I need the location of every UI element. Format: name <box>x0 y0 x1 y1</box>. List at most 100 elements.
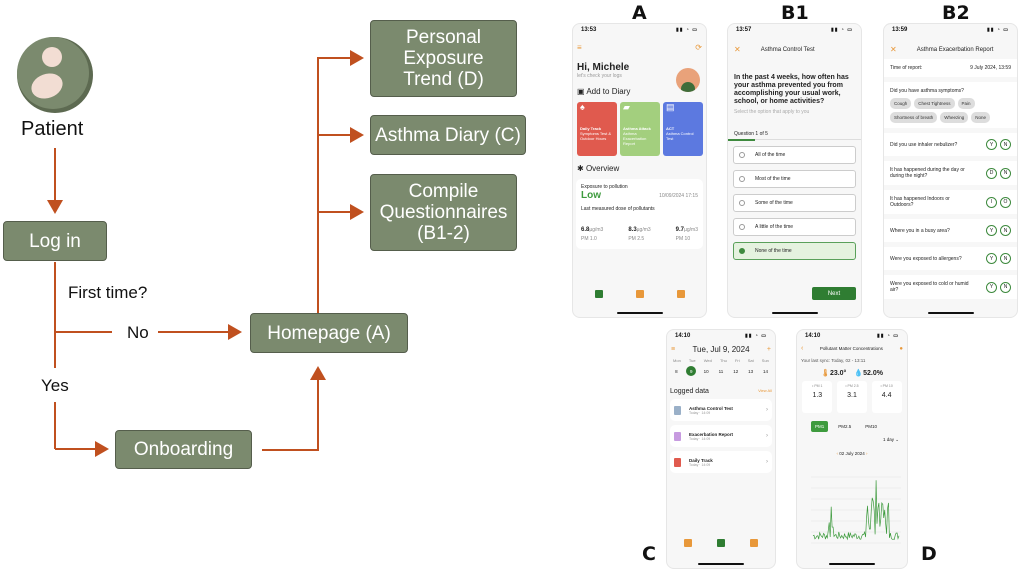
avatar[interactable] <box>676 68 700 92</box>
calendar-day[interactable]: 14 <box>762 368 768 374</box>
diary-node: Asthma Diary (C) <box>370 115 526 155</box>
add-icon[interactable]: + <box>766 346 771 353</box>
answer-choice[interactable]: Y <box>986 281 997 293</box>
question-text: Were you exposed to allergens? <box>890 255 962 262</box>
symptom-chip[interactable]: Wheezing <box>940 112 969 123</box>
panel-letter-b2: B2 <box>942 2 970 24</box>
exposure-card[interactable]: Exposure to pollution Low 10/09/2024 17:… <box>576 179 703 249</box>
answer-choice[interactable]: N <box>1000 167 1011 179</box>
close-icon[interactable]: ✕ <box>734 45 741 54</box>
clipboard-icon: ▤ <box>666 102 675 112</box>
pm-tab[interactable]: PM10 <box>865 424 878 429</box>
log-title: Daily Track <box>689 457 713 463</box>
chart-date: 02 July 2024 <box>839 451 865 456</box>
radio-icon <box>739 248 745 254</box>
calendar-day[interactable]: 8 <box>675 368 678 374</box>
pm-tab[interactable]: PM2.5 <box>838 424 852 429</box>
answer-option[interactable]: None of the time <box>733 242 856 260</box>
menu-icon[interactable]: ≡ <box>577 43 582 52</box>
exposure-level: Low <box>581 190 601 201</box>
calendar-day[interactable]: 12 <box>733 368 739 374</box>
symptom-chip[interactable]: Chest Tightness <box>914 98 955 109</box>
answer-option[interactable]: Some of the time <box>733 194 856 212</box>
answer-choice[interactable]: O <box>1000 196 1011 208</box>
diary-icon[interactable] <box>716 539 725 547</box>
range-value: 1 day <box>882 437 894 442</box>
prev-day-icon[interactable]: ‹ <box>836 451 840 456</box>
chart-icon[interactable] <box>749 539 758 547</box>
view-all-link[interactable]: View All <box>758 388 772 393</box>
calendar-day[interactable]: 10 <box>703 368 709 374</box>
yes-label: Yes <box>41 376 69 395</box>
answer-choice[interactable]: I <box>986 196 997 208</box>
greeting-subtitle: let's check your logs <box>577 73 622 79</box>
answer-option[interactable]: All of the time <box>733 146 856 164</box>
phone-homepage: 13:53▮▮ ◔ ▭ ≡ ⟳ Hi, Michele let's check … <box>572 23 707 318</box>
panel-letter-a: A <box>632 2 647 24</box>
temperature-value: 23.0° <box>829 370 847 377</box>
log-time: Today · 14:09 <box>689 410 711 415</box>
chart-icon[interactable] <box>676 290 685 298</box>
tile-asthma-attack[interactable]: ▰ Asthma Attack Asthma Exacerbation Repo… <box>620 102 660 156</box>
signal-icons: ▮▮ ◔ ▭ <box>876 333 899 339</box>
calendar-day[interactable]: 11 <box>718 368 724 374</box>
back-icon[interactable]: ‹ <box>801 345 804 352</box>
range-select[interactable]: 1 day ⌄ <box>797 437 899 443</box>
menu-icon[interactable]: ≡ <box>671 346 676 353</box>
close-icon[interactable]: ✕ <box>890 45 897 54</box>
answer-choice[interactable]: N <box>1000 225 1011 236</box>
answer-option[interactable]: Most of the time <box>733 170 856 188</box>
home-icon[interactable] <box>594 290 603 298</box>
symptom-chip[interactable]: None <box>971 112 991 123</box>
log-title: Asthma Control Test <box>689 405 733 411</box>
home-icon[interactable] <box>684 539 693 547</box>
questionnaires-node: Compile Questionnaires (B1-2) <box>370 174 517 251</box>
calendar-day[interactable]: 9 <box>686 366 697 376</box>
question-text: In the past 4 weeks, how often has your … <box>734 74 849 105</box>
symptom-chip[interactable]: Shortness of breath <box>890 112 938 123</box>
pm-tab[interactable]: PM1 <box>811 421 829 432</box>
pm-value: 1.3 <box>812 392 823 399</box>
answer-choice[interactable]: Y <box>986 225 997 236</box>
tile-sub: Symptoms Test & Outdoor Hours <box>580 131 612 141</box>
tile-act[interactable]: ▤ ACT Asthma Control Test <box>663 102 703 156</box>
answer-choice[interactable]: N <box>1000 253 1011 264</box>
answer-option[interactable]: A little of the time <box>733 218 856 236</box>
answer-choice[interactable]: Y <box>986 253 997 264</box>
answer-choice[interactable]: N <box>1000 139 1011 150</box>
panel-letter-d: D <box>921 543 937 565</box>
next-day-icon[interactable]: › <box>864 451 868 456</box>
next-button[interactable]: Next <box>812 287 856 300</box>
tile-daily-track[interactable]: ♠ Daily Track Symptoms Test & Outdoor Ho… <box>577 102 617 156</box>
dose-value: 9.7 <box>675 227 684 233</box>
calendar-day[interactable]: 13 <box>748 368 754 374</box>
dose-label: PM 10 <box>675 236 691 242</box>
sync-icon[interactable]: ⟳ <box>695 43 702 52</box>
panel-letter-b1: B1 <box>781 2 809 24</box>
first-time-label: First time? <box>68 283 148 302</box>
dose-label: PM 2.5 <box>628 236 645 242</box>
answer-choice[interactable]: Y <box>986 139 997 150</box>
answer-choice[interactable]: D <box>986 167 997 179</box>
panel-letter-c: C <box>642 543 656 565</box>
book-icon: ▣ <box>577 87 587 96</box>
answer-choice[interactable]: N <box>1000 281 1011 293</box>
chart-date-nav: ‹ 02 July 2024 › <box>797 451 907 456</box>
diary-icon[interactable] <box>635 290 644 298</box>
option-label: A little of the time <box>755 224 794 230</box>
info-icon[interactable]: ● <box>899 345 903 352</box>
symptom-chip[interactable]: Pain <box>957 98 975 109</box>
symptom-chip[interactable]: Cough <box>890 98 912 109</box>
log-title: Exacerbation Report <box>689 431 734 437</box>
question-progress: Question 1 of 5 <box>728 131 861 137</box>
asterisk-icon: ✱ <box>577 164 586 173</box>
status-bar: 13:57▮▮ ◔ ▭ <box>728 24 861 37</box>
log-time: Today · 14:09 <box>689 462 711 467</box>
